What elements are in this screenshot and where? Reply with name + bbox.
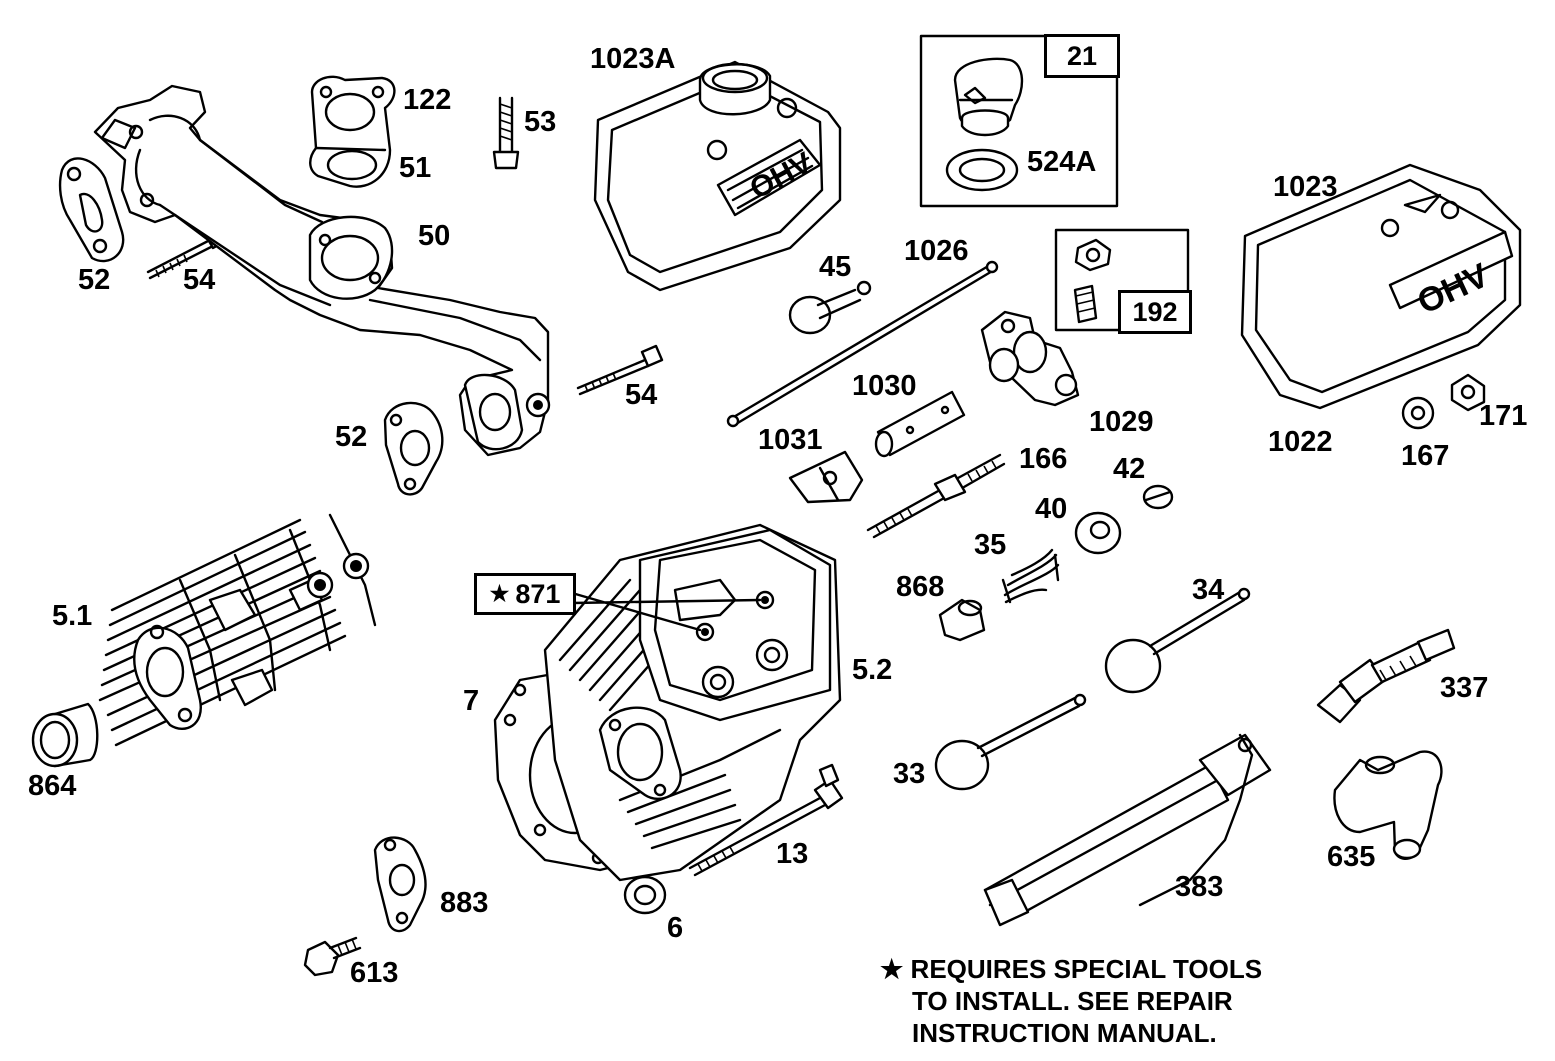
- washer-6: [623, 875, 667, 915]
- valve-keeper-42: [1142, 484, 1174, 510]
- washer-167: [1401, 396, 1435, 430]
- callout-864: 864: [28, 770, 77, 802]
- rocker-arm-1029: [980, 310, 1080, 407]
- rocker-nut-and-stud: [1073, 238, 1112, 324]
- star-icon: ★: [880, 954, 904, 984]
- guide-plate-1031: [788, 450, 864, 504]
- callout-52-left: 52: [78, 264, 111, 296]
- callout-34: 34: [1192, 574, 1225, 606]
- callout-5-2: 5.2: [852, 654, 893, 686]
- callout-53: 53: [524, 106, 557, 138]
- valve-seal-868: [938, 598, 986, 642]
- callout-868: 868: [896, 571, 945, 603]
- cap-box: [919, 34, 1119, 208]
- cylinder-head-5-1: [98, 513, 377, 747]
- valve-cover-1023a: OHV: [593, 60, 842, 292]
- callout-1029: 1029: [1089, 406, 1154, 438]
- callout-35: 35: [974, 529, 1007, 561]
- intake-sleeve-864: [31, 702, 99, 768]
- callout-52-right: 52: [335, 421, 368, 453]
- exhaust-gasket-right: [383, 401, 444, 496]
- callout-5-1: 5.1: [52, 600, 93, 632]
- callout-6: 6: [667, 912, 684, 944]
- callout-883: 883: [440, 887, 489, 919]
- nut-171: [1450, 373, 1486, 412]
- head-bolt-13: [688, 763, 844, 877]
- carburetor-spacer: [309, 75, 396, 188]
- callout-33: 33: [893, 758, 926, 790]
- callout-50: 50: [418, 220, 451, 252]
- leader-871: [570, 591, 762, 632]
- rocker-ball-45: [788, 280, 872, 335]
- callout-1031: 1031: [758, 424, 823, 456]
- gasket-883: [373, 836, 427, 933]
- valve-cover-1023: OHV: [1240, 163, 1522, 410]
- callout-1022: 1022: [1268, 426, 1333, 458]
- exhaust-gasket-left: [58, 157, 125, 263]
- rocker-stud-166: [866, 453, 1006, 539]
- callout-635: 635: [1327, 841, 1376, 873]
- callout-613: 613: [350, 957, 399, 989]
- callout-192: 192: [1118, 290, 1192, 334]
- callout-122: 122: [403, 84, 452, 116]
- note-line-2: TO INSTALL. SEE REPAIR: [912, 986, 1233, 1016]
- exhaust-valve-34: [1104, 587, 1251, 694]
- callout-1023a: 1023A: [590, 43, 676, 75]
- callout-51: 51: [399, 152, 432, 184]
- spring-retainer-40: [1074, 511, 1122, 555]
- callout-337: 337: [1440, 672, 1489, 704]
- star-icon: ★: [489, 581, 510, 606]
- callout-21: 21: [1044, 34, 1120, 78]
- callout-1026: 1026: [904, 235, 969, 267]
- note-line-1: REQUIRES SPECIAL TOOLS: [910, 954, 1263, 984]
- intake-manifold: [93, 84, 551, 457]
- callout-54-upper: 54: [183, 264, 216, 296]
- spark-plug-337: [1316, 628, 1456, 724]
- push-rod-1026: [726, 260, 999, 428]
- callout-7: 7: [463, 685, 480, 717]
- callout-524a: 524A: [1027, 146, 1097, 178]
- callout-13: 13: [776, 838, 809, 870]
- intake-valve-33: [934, 693, 1087, 791]
- bolt-613: [303, 936, 362, 977]
- callout-166: 166: [1019, 443, 1068, 475]
- callout-42: 42: [1113, 453, 1146, 485]
- note-line-3: INSTRUCTION MANUAL.: [912, 1018, 1217, 1048]
- pivot-pin-1030: [874, 390, 966, 458]
- callout-1030: 1030: [852, 370, 917, 402]
- callout-54-lower: 54: [625, 379, 658, 411]
- callout-383: 383: [1175, 871, 1224, 903]
- valve-spring-compressor-383: [983, 733, 1272, 927]
- valve-spring-35: [1001, 548, 1060, 604]
- callout-167: 167: [1401, 440, 1450, 472]
- bolt-54-lower: [576, 344, 664, 396]
- callout-1023: 1023: [1273, 171, 1338, 203]
- callout-40: 40: [1035, 493, 1068, 525]
- callout-171: 171: [1479, 400, 1528, 432]
- oil-fill-cap: [945, 57, 1024, 192]
- spark-plug-boot-635: [1333, 750, 1443, 860]
- bolt-53: [492, 96, 520, 170]
- special-tools-note: ★ REQUIRES SPECIAL TOOLS TO INSTALL. SEE…: [880, 953, 1262, 1049]
- callout-871: ★ 871: [474, 573, 576, 615]
- callout-871-number: 871: [515, 578, 561, 609]
- cylinder-head-5-2: [543, 523, 842, 882]
- callout-45: 45: [819, 251, 852, 283]
